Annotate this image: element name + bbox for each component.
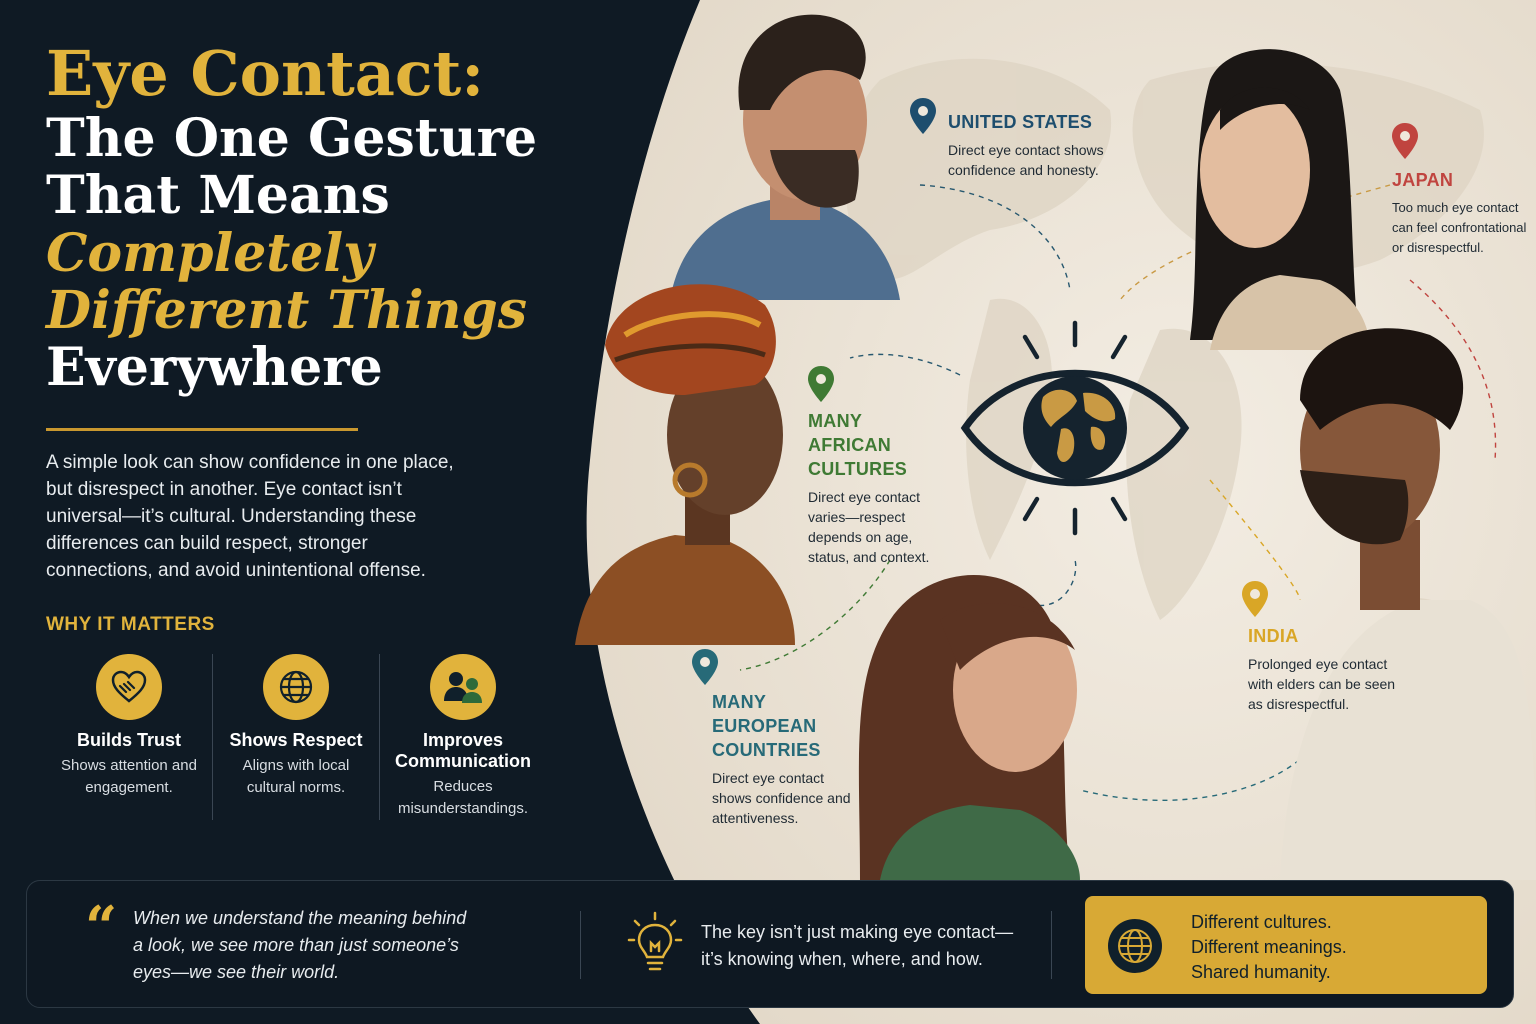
why-item-desc: Aligns with local cultural norms.: [242, 757, 350, 797]
divider: [1051, 911, 1052, 979]
woman-portrait-europe: [858, 575, 1080, 880]
summary-line: Shared humanity.: [1191, 962, 1331, 982]
country-india: INDIA Prolonged eye contact with elders …: [1242, 580, 1402, 714]
globe-icon: [1108, 919, 1162, 973]
title-line-4: Completely: [46, 222, 374, 284]
title-line-1: Eye Contact:: [46, 37, 485, 110]
woman-portrait-japan: [1190, 49, 1370, 350]
intro-paragraph: A simple look can show confidence in one…: [46, 452, 454, 582]
title-divider: [46, 428, 358, 432]
location-pin-icon: [692, 649, 718, 685]
quote-icon: “: [85, 894, 118, 960]
location-pin-icon: [1242, 581, 1268, 617]
woman-portrait-africa: [575, 284, 795, 645]
location-pin-icon: [1392, 123, 1418, 159]
country-united-states: UNITED STATES Direct eye contact shows c…: [910, 98, 1110, 180]
people-icon: [430, 654, 496, 721]
why-item-respect: Shows Respect Aligns with local cultural…: [212, 654, 379, 821]
summary-box: Different cultures. Different meanings. …: [1085, 896, 1487, 994]
why-item-communication: Improves Communication Reduces misunders…: [379, 654, 546, 821]
summary-line: Different meanings.: [1191, 937, 1347, 957]
country-desc: Direct eye contact varies—respect depend…: [808, 489, 930, 565]
country-desc: Prolonged eye contact with elders can be…: [1248, 656, 1396, 712]
summary-line: Different cultures.: [1191, 912, 1332, 932]
country-name: UNITED STATES: [948, 112, 1093, 132]
bottom-bar: “ When we understand the meaning behind …: [26, 880, 1514, 1008]
eye-globe-icon: [960, 320, 1190, 536]
why-item-desc: Reduces misunderstandings.: [397, 778, 529, 818]
why-item-title: Shows Respect: [229, 730, 363, 751]
globe-icon: [263, 654, 329, 721]
country-african-cultures: MANY AFRICAN CULTURES Direct eye contact…: [808, 365, 948, 567]
left-column: Eye Contact: The One Gesture That Means …: [46, 37, 586, 821]
divider: [580, 911, 581, 979]
country-desc: Direct eye contact shows confidence and …: [948, 142, 1104, 178]
handshake-heart-icon: [96, 654, 162, 721]
location-pin-icon: [808, 366, 834, 402]
country-desc: Direct eye contact shows confidence and …: [712, 770, 851, 826]
man-portrait-india: [1280, 328, 1536, 880]
title-line-3: That Means: [46, 165, 390, 227]
country-name: MANY AFRICAN CULTURES: [808, 411, 908, 479]
title-line-5: Different Things: [46, 279, 528, 341]
why-item-trust: Builds Trust Shows attention and engagem…: [46, 654, 212, 820]
lightbulb-icon: [627, 911, 683, 971]
why-it-matters-heading: WHY IT MATTERS: [46, 614, 215, 636]
title-line-6: Everywhere: [46, 336, 383, 398]
why-item-title: Improves Communication: [394, 730, 531, 772]
summary-text: Different cultures. Different meanings. …: [1191, 910, 1347, 985]
title-line-2: The One Gesture: [46, 108, 538, 170]
man-portrait-united-states: [670, 14, 900, 300]
key-text: The key isn’t just making eye contact—it…: [701, 922, 1014, 969]
country-name: INDIA: [1248, 626, 1299, 646]
quote-text: When we understand the meaning behind a …: [133, 908, 467, 982]
why-item-title: Builds Trust: [76, 730, 181, 751]
country-name: JAPAN: [1392, 170, 1454, 190]
country-european-countries: MANY EUROPEAN COUNTRIES Direct eye conta…: [692, 648, 852, 828]
why-it-matters-row: Builds Trust Shows attention and engagem…: [46, 654, 546, 821]
location-pin-icon: [910, 98, 936, 134]
country-desc: Too much eye contact can feel confrontat…: [1392, 200, 1527, 255]
country-name: MANY EUROPEAN COUNTRIES: [712, 692, 821, 760]
country-japan: JAPAN Too much eye contact can feel conf…: [1392, 122, 1532, 258]
main-title: Eye Contact: The One Gesture That Means …: [46, 37, 586, 398]
why-item-desc: Shows attention and engagement.: [61, 757, 197, 797]
